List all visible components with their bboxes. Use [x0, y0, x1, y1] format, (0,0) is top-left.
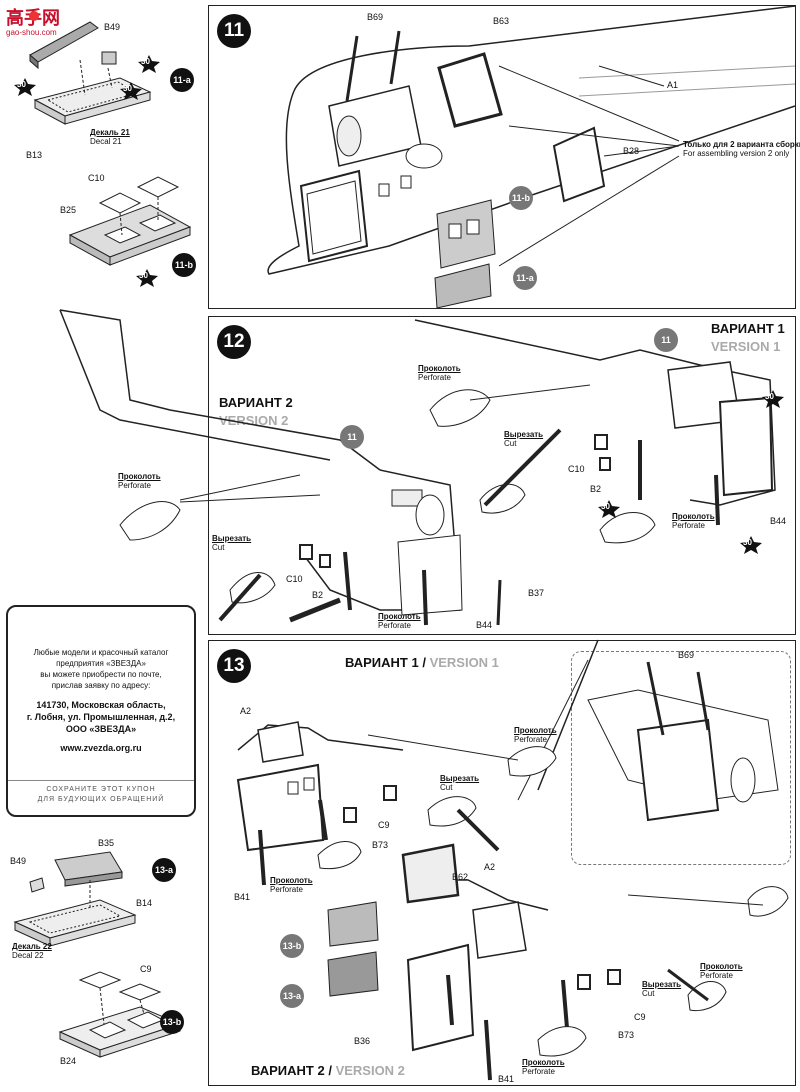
part-label-b28: B28 — [623, 146, 640, 156]
version-2-title-ru: ВАРИАНТ 2 — [219, 395, 293, 410]
subassembly-13a-drawing — [13, 851, 137, 947]
step-number-13: 13 — [217, 649, 251, 683]
star-30-icon: 30 — [120, 82, 142, 100]
badge-13b: 13-b — [160, 1010, 184, 1034]
part-label-c9: C9 — [140, 964, 152, 974]
badge-11b-ref: 11-b — [509, 186, 533, 210]
version-1-title-en: VERSION 1 — [711, 339, 781, 354]
detail-inset — [571, 651, 791, 865]
coupon-keep-note: СОХРАНИТЕ ЭТОТ КУПОН ДЛЯ БУДУЮЩИХ ОБРАЩЕ… — [8, 780, 194, 805]
coupon-website[interactable]: www.zvezda.org.ru — [60, 743, 142, 753]
part-label-c9: C9 — [634, 1012, 646, 1022]
part-label-b41: B41 — [234, 892, 251, 902]
part-label-b2: B2 — [590, 484, 602, 494]
badge-13a-ref: 13-a — [280, 984, 304, 1008]
part-label-c10: C10 — [88, 173, 105, 183]
part-label-b73: B73 — [618, 1030, 635, 1040]
step-12-ref-badge-left: 11 — [340, 425, 364, 449]
star-30-icon: 30 — [762, 390, 784, 408]
part-label-b69: B69 — [367, 12, 384, 22]
star-30-icon: 30 — [740, 536, 762, 554]
step-number-12: 12 — [217, 325, 251, 359]
decal-21-label: Декаль 21 Decal 21 — [90, 128, 130, 146]
star-30-icon: 30 — [138, 55, 160, 73]
decal-21-ru: Декаль 21 — [90, 128, 130, 137]
subassembly-13b-drawing — [58, 971, 182, 1058]
part-label-b35: B35 — [98, 838, 115, 848]
part-label-a2: A2 — [484, 862, 496, 872]
part-label-b14: B14 — [136, 898, 153, 908]
part-label-c10: C10 — [286, 574, 303, 584]
subassembly-13b: C9 B24 13-b — [0, 962, 200, 1087]
part-label-b13: B13 — [26, 150, 43, 160]
part-label-b37: B37 — [528, 588, 545, 598]
part-label-b63: B63 — [493, 16, 510, 26]
badge-13b-ref: 13-b — [280, 934, 304, 958]
version-2-title-en: VERSION 2 — [219, 413, 289, 428]
subassembly-11b-drawing — [68, 176, 192, 266]
part-label-b25: B25 — [60, 205, 77, 215]
catalog-coupon: Любые модели и красочный каталог предпри… — [6, 605, 196, 817]
note-en: For assembling version 2 only — [683, 149, 790, 158]
version-1-title-ru: ВАРИАНТ 1 — [711, 321, 785, 336]
coupon-address: 141730, Московская область, г. Лобня, ул… — [26, 700, 176, 734]
logo-graphic: 高手网 — [6, 7, 60, 29]
subassembly-11a: B49 B13 Декаль 21 Decal 21 11-a 30 30 30 — [0, 0, 200, 160]
part-label-b49: B49 — [104, 22, 121, 32]
part-label-a1: A1 — [667, 80, 679, 90]
decal-21-en: Decal 21 — [90, 137, 122, 146]
part-label-c9: C9 — [378, 820, 390, 830]
part-label-b36: B36 — [354, 1036, 371, 1046]
star-30-icon: 30 — [598, 500, 620, 518]
part-label-b41: B41 — [498, 1074, 515, 1084]
part-label-a2: A2 — [240, 706, 252, 716]
version-2-title: ВАРИАНТ 2 / VERSION 2 — [251, 1063, 405, 1078]
badge-11a-ref: 11-a — [513, 266, 537, 290]
subassembly-11a-drawing — [29, 21, 152, 125]
part-label-b44: B44 — [770, 516, 787, 526]
site-logo: 高手网 gao-shou.com — [4, 4, 84, 38]
coupon-intro: Любые модели и красочный каталог предпри… — [33, 648, 169, 690]
step-12-ref-badge-right: 11 — [654, 328, 678, 352]
part-label-b69: B69 — [678, 650, 695, 660]
part-label-b49: B49 — [10, 856, 27, 866]
ref-11-badge: 11 — [654, 328, 678, 352]
step-11-drawing — [267, 5, 796, 309]
star-30-icon: 30 — [136, 269, 158, 287]
part-label-b44: B44 — [476, 620, 493, 630]
note-ru: Только для 2 варианта сборки — [683, 140, 800, 149]
badge-11b: 11-b — [172, 253, 196, 277]
step-11-panel: 11 B69 B63 A1 B28 Только для 2 варианта … — [208, 5, 800, 309]
part-label-c10: C10 — [568, 464, 585, 474]
badge-11a: 11-a — [170, 68, 194, 92]
star-30-icon: 30 — [14, 78, 36, 96]
version-1-title: ВАРИАНТ 1 / VERSION 1 — [345, 655, 499, 670]
step-13-drawing — [236, 639, 789, 1081]
part-label-b24: B24 — [60, 1056, 77, 1066]
logo-url: gao-shou.com — [6, 28, 57, 37]
subassembly-11b: C10 B25 11-b 30 — [0, 165, 200, 295]
ref-11-badge: 11 — [340, 425, 364, 449]
version-2-only-note: Только для 2 варианта сборки For assembl… — [683, 140, 800, 158]
badge-13a: 13-a — [152, 858, 176, 882]
step-number-11: 11 — [217, 14, 251, 48]
part-label-b62: B62 — [452, 872, 469, 882]
step-12-drawing — [59, 309, 776, 626]
part-label-b73: B73 — [372, 840, 389, 850]
part-label-b2: B2 — [312, 590, 324, 600]
